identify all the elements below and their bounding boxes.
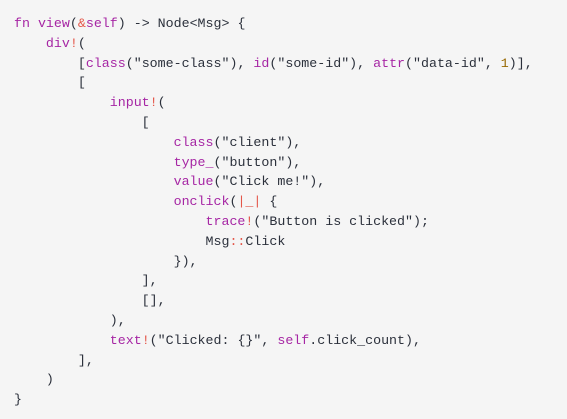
code-token (14, 95, 110, 110)
code-token: )], (508, 55, 533, 71)
code-token (14, 36, 46, 51)
code-line: [class("some-class"), id("some-id"), att… (14, 54, 567, 74)
code-token: { (261, 194, 278, 210)
code-token (14, 135, 174, 150)
code-token: } (14, 392, 22, 408)
code-token: 1 (500, 55, 509, 71)
code-token: .click_count), (309, 332, 421, 348)
code-token: ( (157, 95, 166, 111)
code-line: [ (14, 113, 567, 133)
code-line: ], (14, 271, 567, 291)
code-token: [], (14, 293, 166, 309)
code-token: ) -> Node<Msg> { (117, 16, 246, 31)
code-token: class (173, 134, 214, 150)
code-token: ( (69, 16, 78, 31)
code-token: |_| (237, 194, 262, 210)
code-token: div (45, 35, 70, 51)
code-line: text!("Clicked: {}", self.click_count), (14, 331, 567, 351)
code-token (14, 333, 110, 348)
code-token: ], (14, 273, 158, 289)
code-line: ) (14, 370, 567, 390)
code-token: ], (14, 352, 94, 368)
code-token: ) (14, 372, 54, 388)
code-token: ("Button is clicked"); (253, 213, 429, 229)
code-token: id (253, 55, 270, 71)
code-token: ! (245, 213, 254, 229)
code-token: class (85, 55, 126, 71)
code-token: input (109, 95, 150, 111)
code-line: }), (14, 252, 567, 272)
code-line: ), (14, 311, 567, 331)
code-token: ("some-class"), (125, 55, 254, 71)
code-token (14, 214, 206, 229)
code-token: :: (229, 233, 246, 249)
code-token: Click (245, 233, 286, 249)
code-token: [ (14, 75, 86, 91)
code-token: attr (373, 55, 406, 71)
code-line: input!( (14, 93, 567, 113)
code-token: ("Click me!"), (213, 174, 326, 190)
code-token: value (173, 174, 214, 190)
code-line: ], (14, 351, 567, 371)
code-token: fn (14, 16, 38, 31)
code-token: ("data-id", (405, 55, 501, 71)
code-token: ! (149, 95, 158, 111)
code-token (14, 174, 174, 189)
code-token: ("client"), (213, 134, 302, 150)
code-token: Msg (14, 233, 230, 249)
code-token: ! (69, 35, 78, 51)
code-token: ("some-id"), (269, 55, 374, 71)
code-token: [ (14, 114, 150, 130)
code-token: ( (77, 35, 86, 51)
code-token: trace (205, 213, 246, 229)
code-token (14, 194, 174, 209)
code-line: trace!("Button is clicked"); (14, 212, 567, 232)
code-line: Msg::Click (14, 232, 567, 252)
code-line: value("Click me!"), (14, 172, 567, 192)
code-token: & (77, 16, 86, 31)
code-line: } (14, 390, 567, 410)
code-token: type_ (173, 154, 214, 170)
code-token: self (85, 16, 118, 31)
code-token: ( (229, 194, 238, 210)
code-token: }), (14, 253, 198, 269)
code-line: [], (14, 291, 567, 311)
code-token (14, 155, 174, 170)
code-token: view (37, 16, 70, 31)
code-line: class("client"), (14, 133, 567, 153)
code-line: type_("button"), (14, 153, 567, 173)
code-token: ), (14, 312, 126, 328)
code-token: ("Clicked: {}", (149, 332, 278, 348)
code-token: ! (141, 332, 150, 348)
code-line: onclick(|_| { (14, 192, 567, 212)
code-token: self (277, 332, 310, 348)
code-token: onclick (173, 194, 230, 210)
code-token: [ (14, 55, 86, 71)
code-line: div!( (14, 34, 567, 54)
code-token: text (109, 332, 142, 348)
code-token: ("button"), (213, 154, 302, 170)
code-line: [ (14, 73, 567, 93)
code-line: fn view(&self) -> Node<Msg> { (14, 14, 567, 34)
